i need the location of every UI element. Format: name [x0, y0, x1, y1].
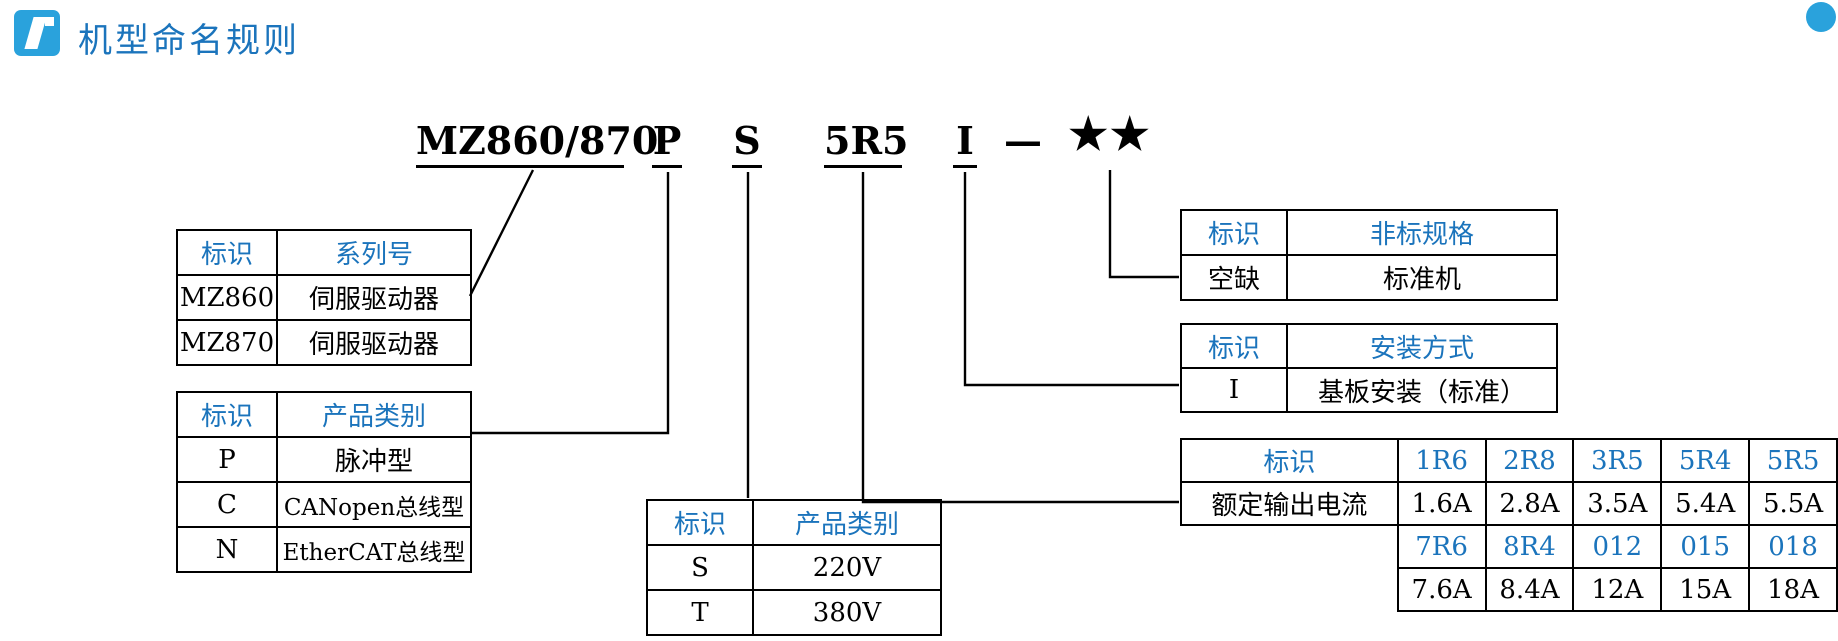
cell-code: 012	[1572, 524, 1663, 569]
mounting-table: 标识 安装方式 I 基板安装（标准）	[1180, 323, 1558, 413]
model-segment-dash: —	[1004, 118, 1042, 163]
table-header-row: 标识 产品类别	[646, 499, 942, 546]
voltage-table: 标识 产品类别 S 220V T 380V	[646, 499, 942, 636]
cell-value: 标准机	[1286, 254, 1558, 301]
logo-icon	[14, 10, 60, 56]
table-row: C CANopen总线型	[176, 481, 472, 528]
column-header: 标识	[646, 499, 754, 546]
cell-value: 脉冲型	[276, 436, 472, 483]
cell-code: 7R6	[1396, 524, 1487, 569]
logo-dot-shape	[45, 17, 54, 26]
cell-value: 伺服驱动器	[276, 319, 472, 366]
table-row: S 220V	[646, 544, 942, 591]
empty-region	[1181, 568, 1398, 611]
cell-code: 1R6	[1396, 438, 1487, 483]
column-header: 安装方式	[1286, 323, 1558, 369]
cell-value: 220V	[752, 544, 942, 591]
cell-value: 380V	[752, 589, 942, 636]
cell-code: 3R5	[1572, 438, 1663, 483]
model-segment-voltage: S	[732, 116, 762, 168]
floating-corner-badge[interactable]	[1806, 2, 1836, 32]
table-header-row: 标识 1R6 2R8 3R5 5R4 5R5	[1180, 438, 1838, 483]
table-row: N EtherCAT总线型	[176, 526, 472, 573]
column-header: 非标规格	[1286, 209, 1558, 256]
cell-code: MZ860	[176, 274, 278, 321]
table-row: 7.6A 8.4A 12A 15A 18A	[1181, 567, 1838, 612]
cell-value: 1.6A	[1396, 481, 1487, 526]
cell-code: 018	[1748, 524, 1838, 569]
cell-code: 2R8	[1484, 438, 1575, 483]
mounting-connector-line	[963, 172, 1179, 387]
cell-value: 7.6A	[1396, 567, 1487, 612]
cell-value: 基板安装（标准）	[1286, 367, 1558, 413]
model-segment-series: MZ860/870	[416, 116, 658, 168]
cell-value: 18A	[1748, 567, 1838, 612]
cell-code: 5R5	[1748, 438, 1838, 483]
cell-value: 12A	[1572, 567, 1663, 612]
current-connector-line	[861, 172, 1179, 504]
series-connector-line	[468, 169, 535, 297]
cell-value: 5.4A	[1660, 481, 1751, 526]
table-row: MZ860 伺服驱动器	[176, 274, 472, 321]
column-header: 标识	[1180, 209, 1288, 256]
cell-value: 伺服驱动器	[276, 274, 472, 321]
column-header: 标识	[1180, 323, 1288, 369]
column-header: 标识	[176, 391, 278, 438]
cell-code: I	[1180, 367, 1288, 413]
cell-code: C	[176, 481, 278, 528]
current-table: 标识 1R6 2R8 3R5 5R4 5R5 额定输出电流 1.6A 2.8A …	[1180, 438, 1838, 612]
cell-value: 15A	[1660, 567, 1751, 612]
cell-code: S	[646, 544, 754, 591]
column-header: 产品类别	[752, 499, 942, 546]
cell-code: P	[176, 436, 278, 483]
cell-value: EtherCAT总线型	[276, 526, 472, 573]
model-segment-mounting: I	[953, 116, 977, 168]
nonstandard-table: 标识 非标规格 空缺 标准机	[1180, 209, 1558, 301]
column-header: 标识	[176, 229, 278, 276]
model-segment-stars: ★★	[1068, 109, 1152, 160]
model-segment-current: 5R5	[824, 116, 908, 168]
current-id-label: 标识	[1180, 438, 1399, 483]
cell-code: 空缺	[1180, 254, 1288, 301]
cell-code: N	[176, 526, 278, 573]
table-header-row: 标识 非标规格	[1180, 209, 1558, 256]
stars-connector-line	[1108, 170, 1179, 279]
table-row: MZ870 伺服驱动器	[176, 319, 472, 366]
cell-value: 5.5A	[1748, 481, 1838, 526]
cell-code: T	[646, 589, 754, 636]
cell-code: 8R4	[1484, 524, 1575, 569]
cell-value: 3.5A	[1572, 481, 1663, 526]
table-row: T 380V	[646, 589, 942, 636]
table-row: 空缺 标准机	[1180, 254, 1558, 301]
cell-value: 8.4A	[1484, 567, 1575, 612]
cell-code: 5R4	[1660, 438, 1751, 483]
series-table: 标识 系列号 MZ860 伺服驱动器 MZ870 伺服驱动器	[176, 229, 472, 366]
model-segment-type: P	[652, 116, 682, 168]
table-header-row: 标识 产品类别	[176, 391, 472, 438]
empty-region	[1181, 525, 1398, 568]
table-header-row: 标识 系列号	[176, 229, 472, 276]
type-connector-line	[470, 172, 670, 435]
table-row: I 基板安装（标准）	[1180, 367, 1558, 413]
column-header: 产品类别	[276, 391, 472, 438]
current-value-label: 额定输出电流	[1180, 481, 1399, 526]
page-title: 机型命名规则	[78, 21, 300, 61]
cell-code: 015	[1660, 524, 1751, 569]
cell-value: 2.8A	[1484, 481, 1575, 526]
category-table: 标识 产品类别 P 脉冲型 C CANopen总线型 N EtherCAT总线型	[176, 391, 472, 573]
table-row: P 脉冲型	[176, 436, 472, 483]
column-header: 系列号	[276, 229, 472, 276]
table-row: 额定输出电流 1.6A 2.8A 3.5A 5.4A 5.5A	[1180, 481, 1838, 526]
cell-value: CANopen总线型	[276, 481, 472, 528]
cell-code: MZ870	[176, 319, 278, 366]
table-header-row: 标识 安装方式	[1180, 323, 1558, 369]
table-row: 7R6 8R4 012 015 018	[1181, 524, 1838, 569]
